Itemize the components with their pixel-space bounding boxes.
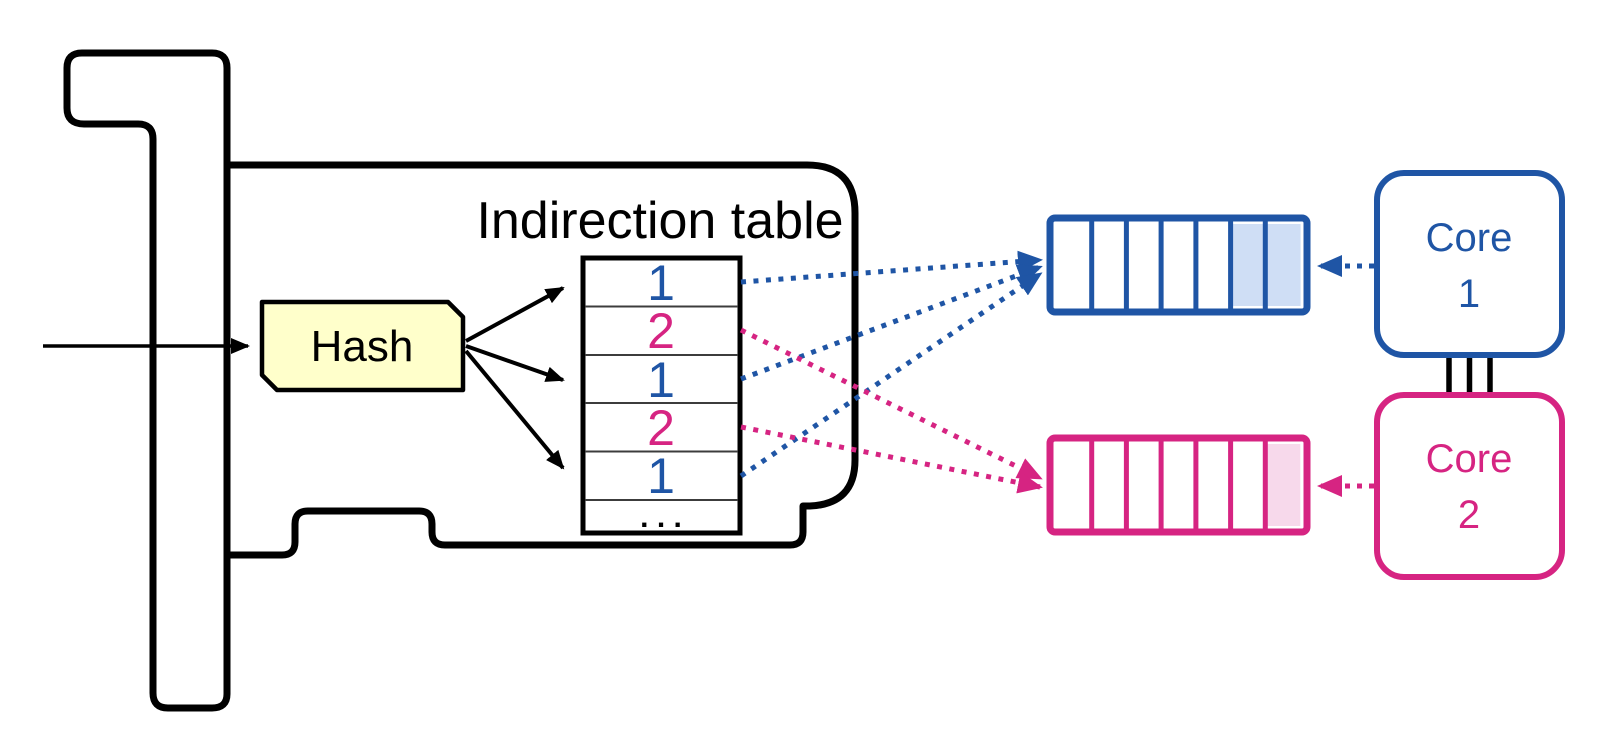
hash-to-table-arrows: [464, 286, 565, 470]
table-row-value: 2: [647, 400, 675, 456]
core-1-label-line2: 1: [1458, 272, 1480, 316]
core-2-box: Core 2: [1374, 392, 1565, 580]
indirection-table-row-separators: [585, 305, 738, 501]
table-row-value: 2: [647, 303, 675, 359]
link-row4-queue2: [740, 424, 1043, 494]
rx-queue-1: [1046, 214, 1311, 316]
indirection-table: [580, 255, 743, 536]
hash-label: Hash: [311, 322, 414, 371]
table-to-queue-links: [739, 250, 1043, 494]
core-1-label-line1: Core: [1426, 216, 1513, 260]
queue-2-filled-cells: [1265, 444, 1301, 526]
core-2-label-line1: Core: [1426, 437, 1513, 481]
link-row5-queue1: [739, 271, 1043, 479]
table-row-value: 1: [647, 255, 675, 311]
nic-bracket-outline: [63, 49, 231, 712]
rx-queue-2: [1046, 434, 1311, 536]
indirection-table-title: Indirection table: [476, 192, 843, 250]
core-2-label-line2: 2: [1458, 493, 1480, 537]
table-row-value: 1: [647, 352, 675, 408]
link-row2-queue2: [739, 327, 1043, 481]
core-interconnect-lines: [1446, 356, 1493, 394]
link-row3-queue1: [740, 264, 1043, 382]
core-1-box: Core 1: [1374, 170, 1565, 358]
indirection-table-values: 1 2 1 2 1 . . .: [640, 255, 682, 534]
hash-block: [259, 299, 466, 393]
table-ellipsis: . . .: [640, 501, 682, 534]
table-row-value: 1: [647, 448, 675, 504]
